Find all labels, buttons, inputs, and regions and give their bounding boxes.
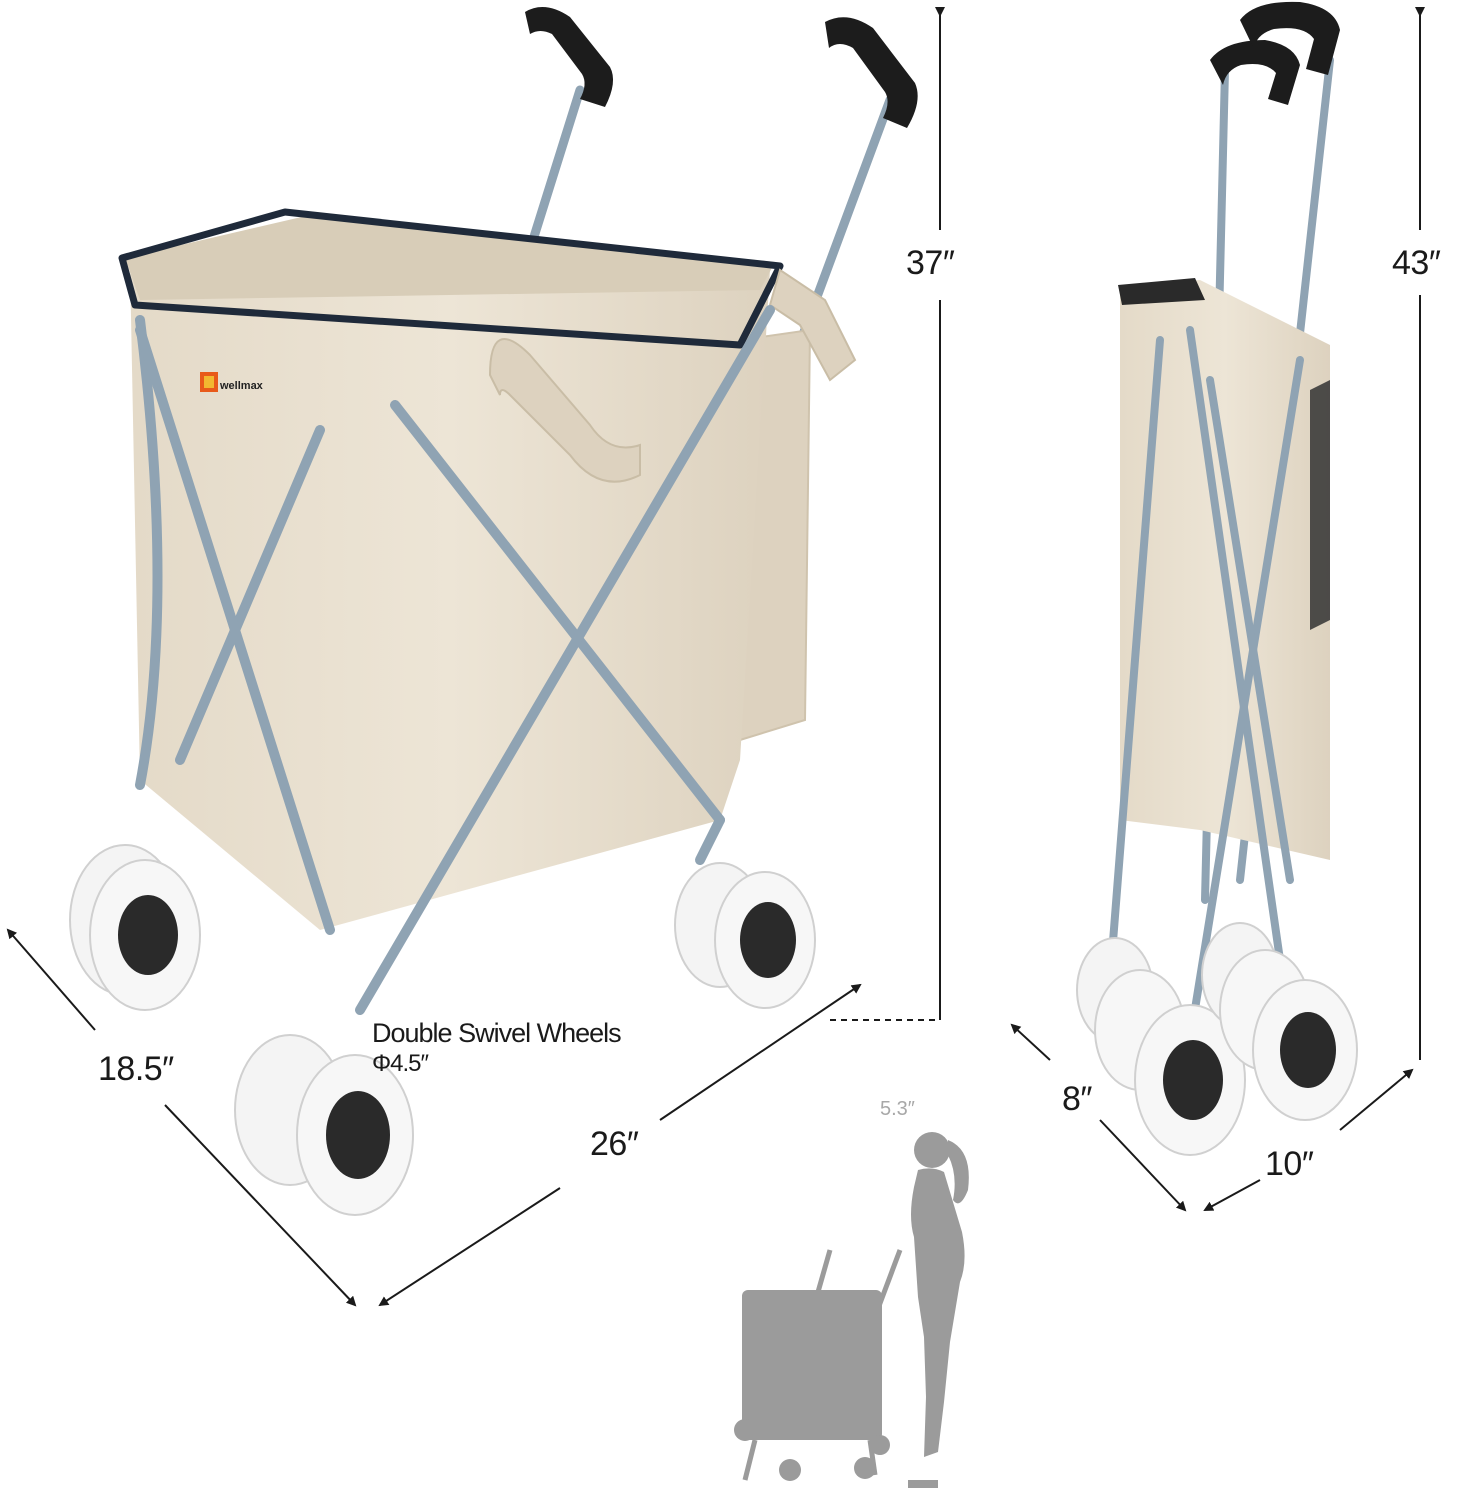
wheel-icon bbox=[69, 844, 201, 1011]
cart-silhouette-icon bbox=[734, 1249, 903, 1481]
folded-depth-label: 8″ bbox=[1062, 1080, 1092, 1118]
person-height-label: 5.3″ bbox=[880, 1098, 915, 1120]
wheels-size: Φ4.5″ bbox=[372, 1050, 429, 1077]
open-height-label: 37″ bbox=[906, 244, 955, 282]
dimension-lines bbox=[6, 7, 1425, 1307]
wheel-icon bbox=[674, 862, 816, 1009]
wheel-icon bbox=[1201, 922, 1358, 1121]
fabric-bag bbox=[130, 265, 770, 930]
folded-cart bbox=[1076, 1, 1358, 1156]
wheel-icon bbox=[1076, 937, 1246, 1156]
x-frame bbox=[135, 305, 775, 1015]
open-depth-label: 18.5″ bbox=[98, 1050, 174, 1088]
handle-grip-icon bbox=[525, 7, 918, 129]
folded-width-label: 10″ bbox=[1265, 1145, 1314, 1183]
person-silhouette-icon bbox=[908, 1132, 969, 1488]
open-cart bbox=[69, 7, 918, 1216]
wheels-caption: Double Swivel Wheels bbox=[372, 1018, 622, 1048]
folded-height-label: 43″ bbox=[1392, 244, 1441, 282]
open-width-label: 26″ bbox=[590, 1125, 639, 1163]
wheel-icon bbox=[234, 1034, 414, 1216]
scale-silhouette bbox=[734, 1132, 969, 1488]
brand-name: wellmax bbox=[220, 380, 263, 392]
handle-grip-icon bbox=[1210, 1, 1340, 105]
